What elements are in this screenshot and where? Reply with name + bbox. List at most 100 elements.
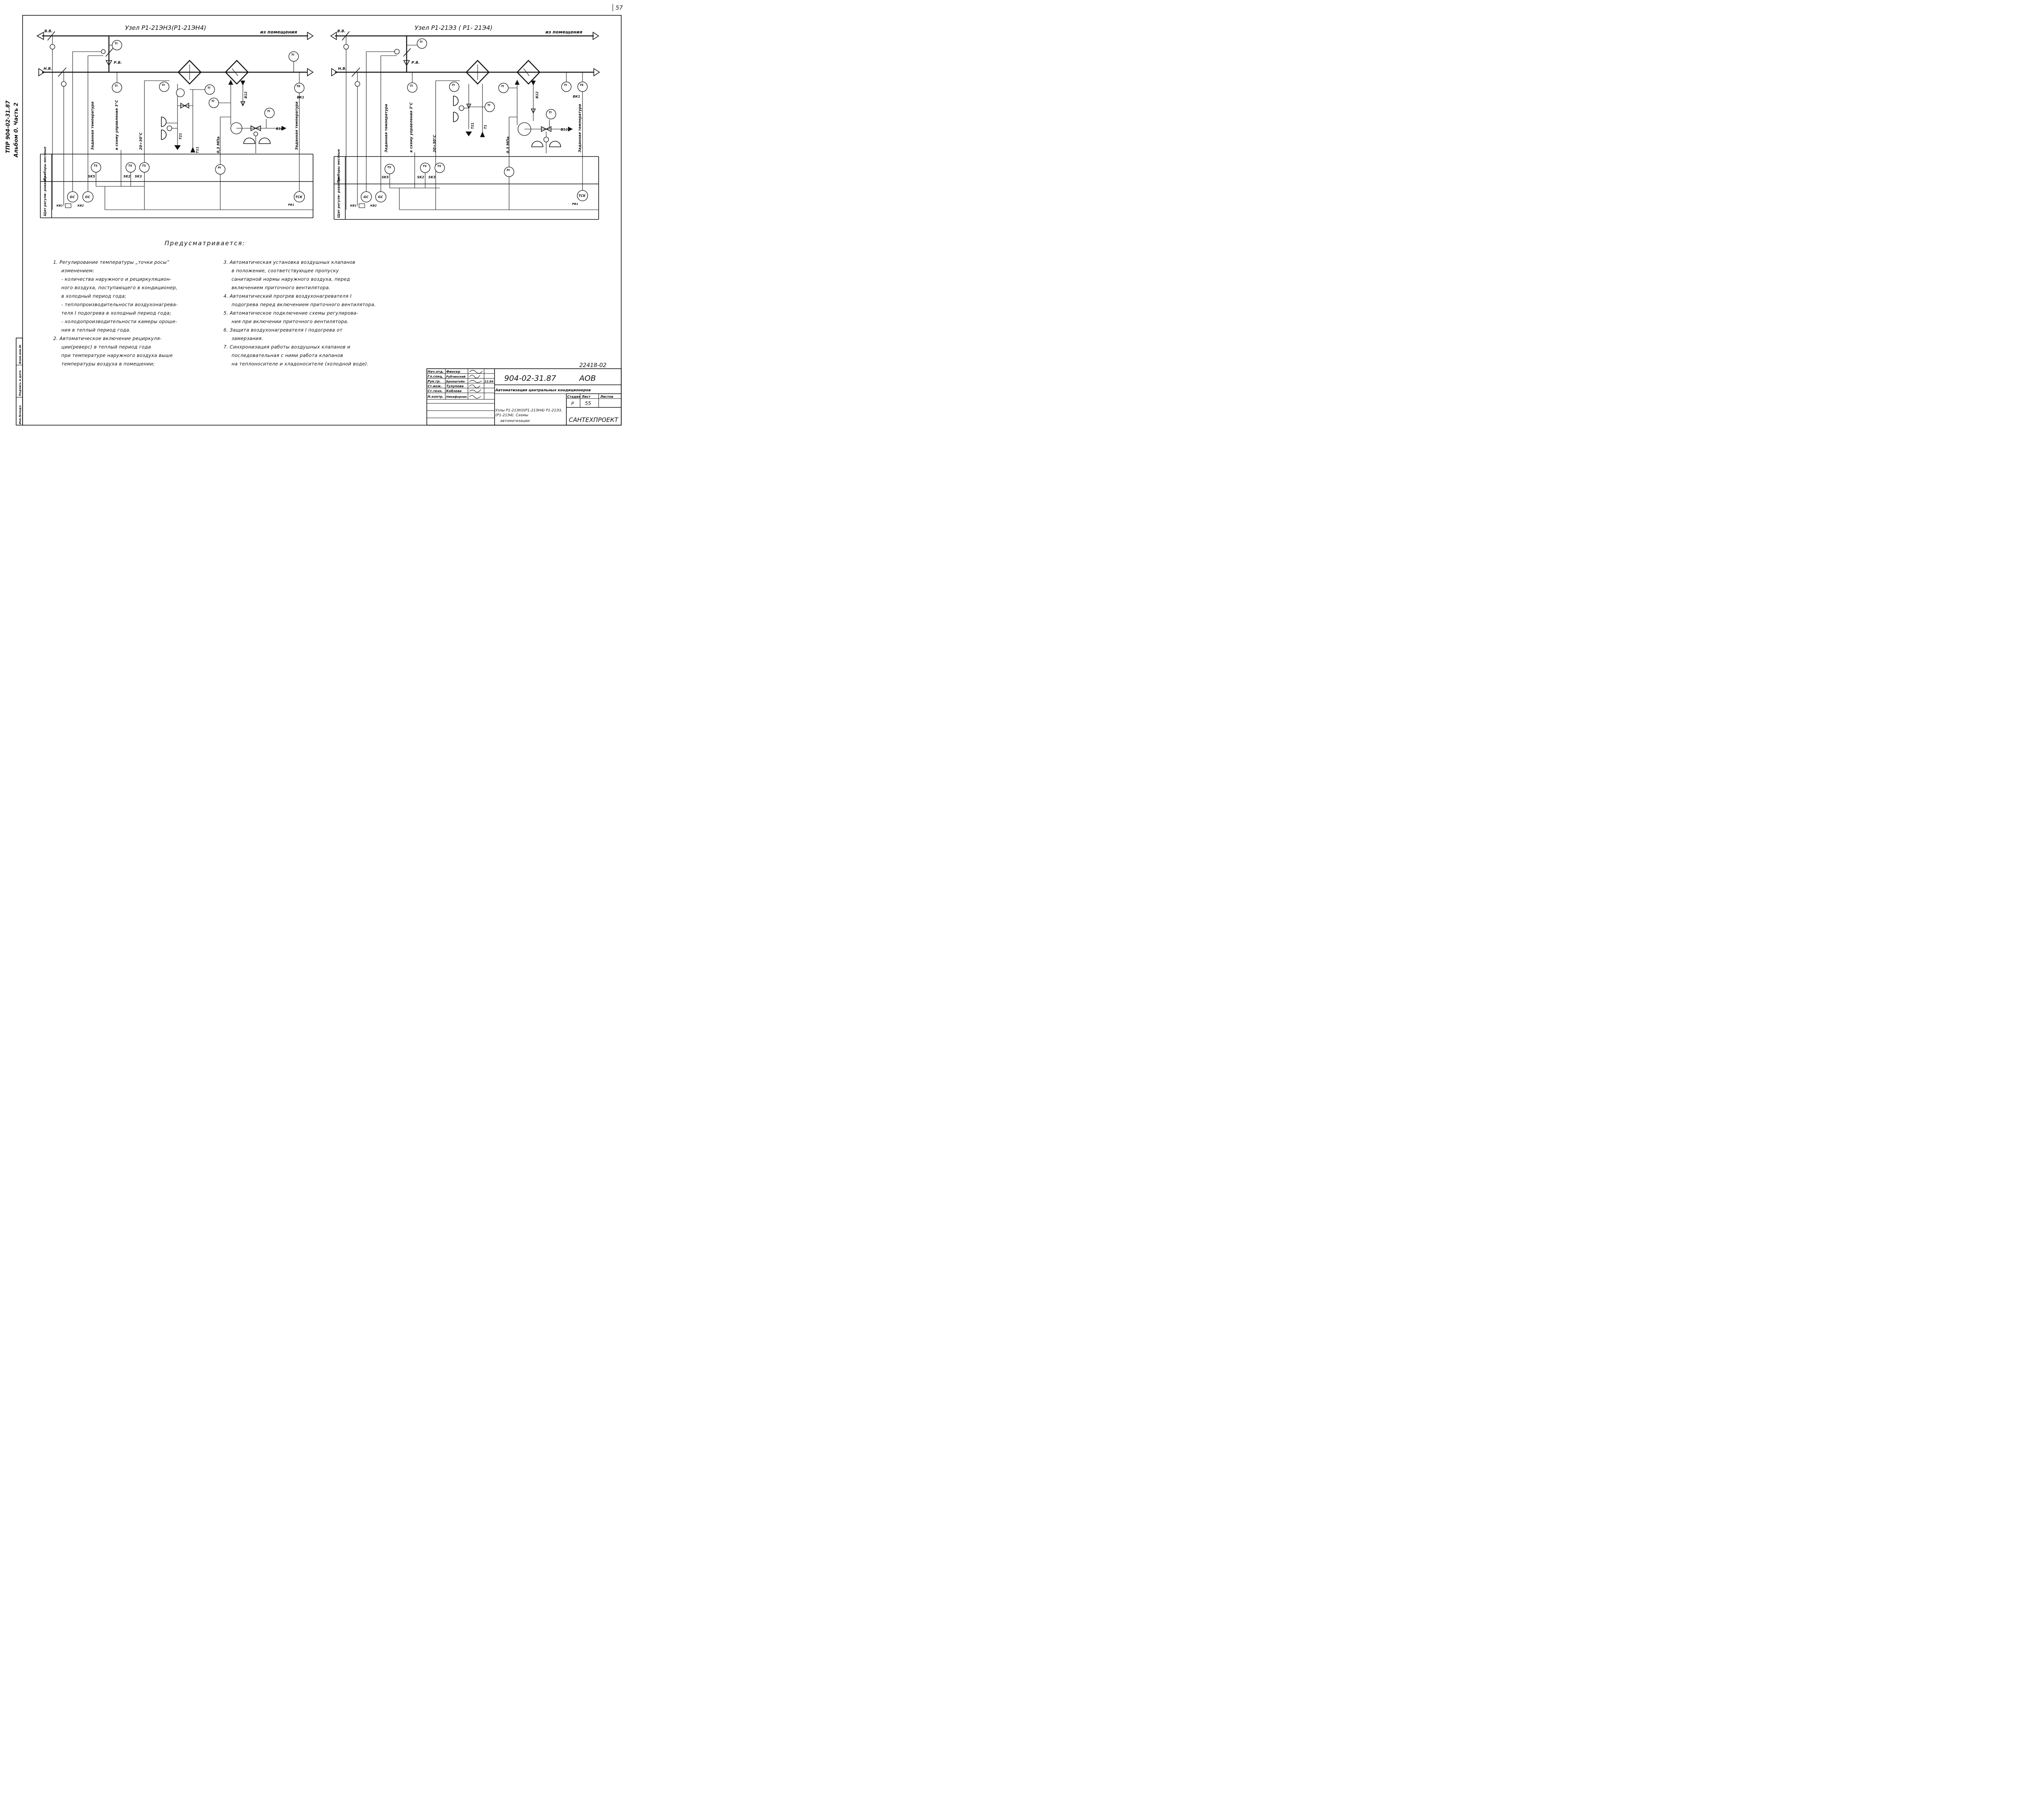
- svg-text:SK2: SK2: [123, 175, 131, 178]
- note-line: в положение, соответствующее пропуску: [232, 268, 339, 273]
- svg-text:В12: В12: [244, 91, 248, 98]
- svg-text:Ст.техн.: Ст.техн.: [428, 389, 443, 393]
- title-block: 22418-02 Нач.отд. Гл.спец. Рук.гр. Ст.ин…: [426, 362, 622, 426]
- svg-text:TS: TS: [142, 164, 146, 167]
- left-setpoint2-label: Заданная температура: [295, 102, 299, 150]
- svg-text:Т11: Т11: [196, 146, 199, 153]
- svg-text:TE: TE: [296, 85, 301, 88]
- svg-text:РВ1: РВ1: [572, 202, 578, 206]
- svg-text:SK5: SK5: [382, 175, 389, 179]
- note-line: 6. Защита воздухонагревателя I подогрева…: [223, 327, 342, 333]
- inventory-number: 22418-02: [579, 362, 606, 369]
- svg-text:Р.В.: Р.В.: [114, 61, 122, 65]
- note-line: замерзания.: [232, 336, 263, 341]
- svg-text:Подпись и дата: Подпись и дата: [19, 370, 22, 396]
- svg-text:SK3: SK3: [428, 175, 436, 179]
- sheet-title-line1: Узлы Р1-21ЭН3(Р1-21ЭН4) Р1-21Э3,: [495, 409, 562, 413]
- svg-text:55: 55: [585, 401, 591, 406]
- svg-text:TS: TS: [387, 166, 391, 169]
- svg-text:TCK: TCK: [578, 194, 586, 198]
- left-range-label: 20÷30°С: [139, 132, 143, 150]
- svg-text:TI: TI: [410, 84, 413, 88]
- svg-text:В12: В12: [535, 91, 539, 98]
- svg-text:Приборы местные: Приборы местные: [336, 149, 340, 183]
- right-to-scheme-label: в схему управления 3°С: [409, 102, 413, 152]
- svg-text:В.В.: В.В.: [44, 29, 53, 33]
- note-line: ции(реверс) в теплый период года: [61, 344, 151, 350]
- svg-text:Т1: Т1: [484, 125, 487, 129]
- svg-text:КВ2: КВ2: [77, 204, 84, 207]
- left-from-room-label: из помещения: [260, 29, 297, 35]
- svg-text:Приборы местные: Приборы местные: [43, 146, 47, 181]
- svg-text:Щит регули- рования: Щит регули- рования: [337, 177, 340, 218]
- right-unit-title: Узел Р1-21Э3 ( Р1- 21Э4): [415, 24, 493, 31]
- svg-text:ВК1: ВК1: [297, 96, 304, 99]
- svg-text:Р: Р: [571, 401, 574, 406]
- right-setpoint-label: Заданная температура: [384, 104, 388, 152]
- note-line: подогрева перед включением приточного ве…: [232, 302, 376, 307]
- document-code: 904-02-31.87: [504, 374, 556, 383]
- note-line: ния в теплый период года.: [61, 327, 131, 333]
- note-line: - холодопроизводительности камеры ороше-: [61, 319, 177, 324]
- note-line: теля I подогрева в холодный период года;: [61, 310, 171, 316]
- svg-text:КВ1: КВ1: [350, 204, 357, 207]
- svg-text:Н.В.: Н.В.: [44, 67, 52, 71]
- svg-text:Альбом 0. Часть 2: Альбом 0. Часть 2: [13, 102, 19, 158]
- svg-text:TI: TI: [291, 53, 294, 56]
- svg-text:В10: В10: [561, 128, 568, 131]
- svg-text:Нач.отд.: Нач.отд.: [428, 370, 444, 374]
- svg-text:TS: TS: [94, 164, 98, 167]
- project-title: Автоматизация центральных кондиционеров: [495, 388, 591, 392]
- left-unit-diagram: Узел Р1-21ЭН3(Р1-21ЭН4) из помещения В.В…: [36, 24, 314, 218]
- svg-text:Рук.гр.: Рук.гр.: [428, 380, 441, 383]
- note-line: 3. Автоматическая установка воздушных кл…: [223, 259, 355, 265]
- svg-text:Бронштейн: Бронштейн: [446, 380, 465, 383]
- notes-title: Предусматривается:: [165, 240, 245, 247]
- note-line: - теплопроизводительности воздухонагрева…: [61, 302, 178, 307]
- svg-text:РВ1: РВ1: [288, 203, 294, 207]
- note-line: температуры воздуха в помещении;: [61, 361, 155, 367]
- svg-text:GC: GC: [363, 195, 369, 199]
- svg-text:GC: GC: [70, 195, 75, 199]
- margin-stamp: Инв.№подл. Подпись и дата Взам.инв.№: [16, 338, 23, 426]
- note-line: включением приточного вентилятора.: [232, 285, 330, 290]
- svg-text:TE: TE: [580, 83, 584, 87]
- note-line: ния при включении приточного вентилятора…: [232, 319, 349, 324]
- svg-text:12.84: 12.84: [484, 380, 493, 383]
- svg-text:TI: TI: [115, 84, 118, 88]
- svg-text:Лист: Лист: [581, 395, 591, 399]
- note-line: 4. Автоматический прогрев воздухонагрева…: [223, 293, 352, 299]
- svg-text:GC: GC: [85, 195, 90, 199]
- svg-text:TI: TI: [115, 42, 118, 45]
- note-line: санитарной нормы наружного воздуха, пере…: [232, 276, 350, 282]
- notes-left-column: 1. Регулирование температуры „точки росы…: [53, 258, 219, 368]
- svg-text:Гл.спец.: Гл.спец.: [428, 375, 443, 378]
- svg-text:GC: GC: [378, 195, 383, 199]
- note-line: изменением:: [61, 268, 94, 273]
- organization-name: САНТЕХПРОЕКТ: [569, 416, 619, 424]
- svg-text:Листов: Листов: [600, 395, 613, 399]
- note-line: 1. Регулирование температуры „точки росы…: [53, 259, 169, 265]
- svg-text:Рубчинский: Рубчинский: [446, 375, 466, 378]
- svg-text:ВК1: ВК1: [573, 95, 580, 98]
- svg-text:В.В.: В.В.: [337, 29, 346, 33]
- svg-text:Инв.№подл.: Инв.№подл.: [19, 405, 22, 424]
- note-line: последовательная с ними работа клапанов: [232, 353, 343, 358]
- svg-text:TI: TI: [207, 86, 211, 90]
- svg-text:Кобзева: Кобзева: [446, 389, 461, 393]
- right-from-room-label: из помещения: [545, 29, 583, 35]
- note-line: - количества наружного и рециркуляцион-: [61, 276, 172, 282]
- svg-text:PI: PI: [218, 166, 221, 169]
- sheet-title-line3: автоматизации: [500, 419, 530, 423]
- note-line: ного воздуха, поступающего в кондиционер…: [61, 285, 177, 290]
- svg-text:TI: TI: [162, 83, 165, 87]
- svg-text:Н.В.: Н.В.: [338, 67, 347, 71]
- svg-text:SK5: SK5: [88, 175, 95, 178]
- svg-text:PI: PI: [507, 169, 510, 172]
- note-line: 2. Автоматическое включение рециркуля-: [53, 336, 162, 341]
- svg-text:TI: TI: [549, 111, 552, 114]
- page-number: 57: [616, 5, 623, 11]
- svg-text:Взам.инв.№: Взам.инв.№: [19, 344, 22, 364]
- svg-text:Никифорова: Никифорова: [446, 395, 467, 399]
- right-unit-diagram: Узел Р1-21Э3 ( Р1- 21Э4) из помещения В.…: [330, 24, 600, 220]
